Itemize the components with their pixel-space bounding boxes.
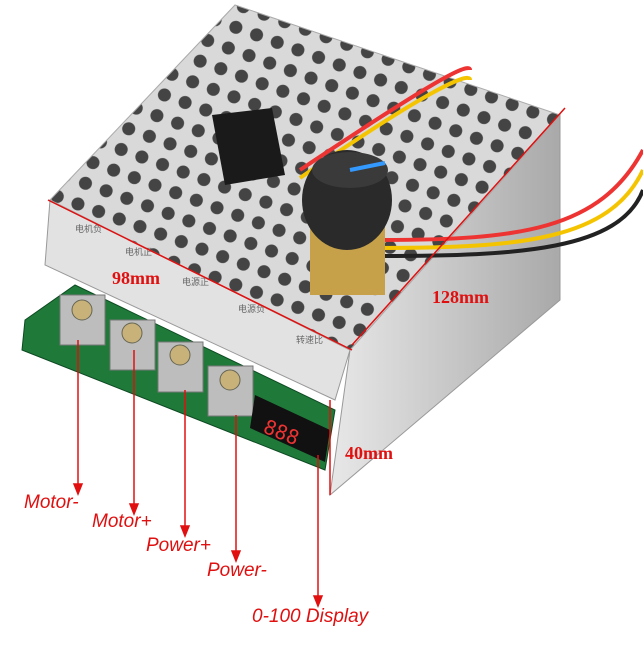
case-label: 电源正 [182, 276, 209, 288]
width-dimension: 98mm [112, 268, 160, 288]
rocker-switch [212, 108, 285, 185]
wires [298, 66, 643, 258]
height-dimension: 40mm [345, 443, 393, 463]
led-display [250, 395, 330, 462]
power-minus-label: Power- [207, 560, 267, 581]
display-label: 0-100 Display [252, 606, 369, 627]
potentiometer-knob [302, 150, 392, 295]
terminals [59, 294, 254, 417]
case-label: 转速比 [296, 334, 323, 346]
case-label: 电机正 [125, 246, 152, 258]
case-label: 电机负 [75, 223, 102, 235]
dimension-lines [47, 107, 566, 609]
power-plus-label: Power+ [146, 535, 211, 556]
motor-minus-label: Motor- [24, 492, 79, 513]
length-dimension: 128mm [432, 287, 489, 307]
case-label: 电源负 [238, 303, 265, 315]
motor-plus-label: Motor+ [92, 511, 152, 532]
